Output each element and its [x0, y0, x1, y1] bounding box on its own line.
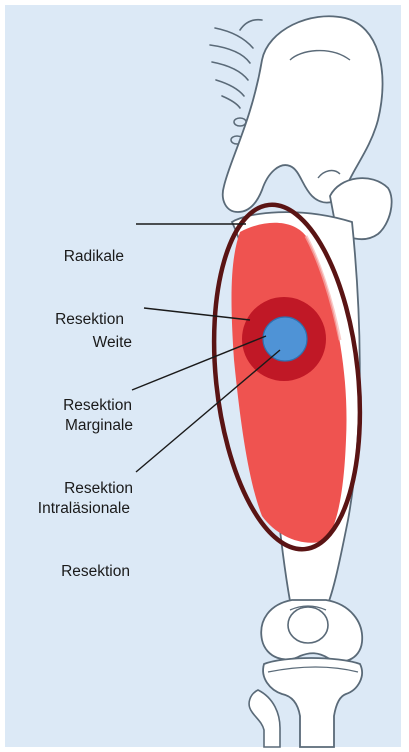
label-weite-line1: Weite [63, 332, 132, 353]
tumor [263, 317, 307, 361]
label-intralaesionale-resektion: Intraläsionale Resektion [38, 456, 130, 624]
label-marginale-line1: Marginale [64, 415, 133, 436]
patella [288, 607, 328, 643]
label-intralaesionale-line1: Intraläsionale [38, 498, 130, 519]
label-intralaesionale-line2: Resektion [38, 561, 130, 582]
label-radikale-line1: Radikale [55, 246, 124, 267]
